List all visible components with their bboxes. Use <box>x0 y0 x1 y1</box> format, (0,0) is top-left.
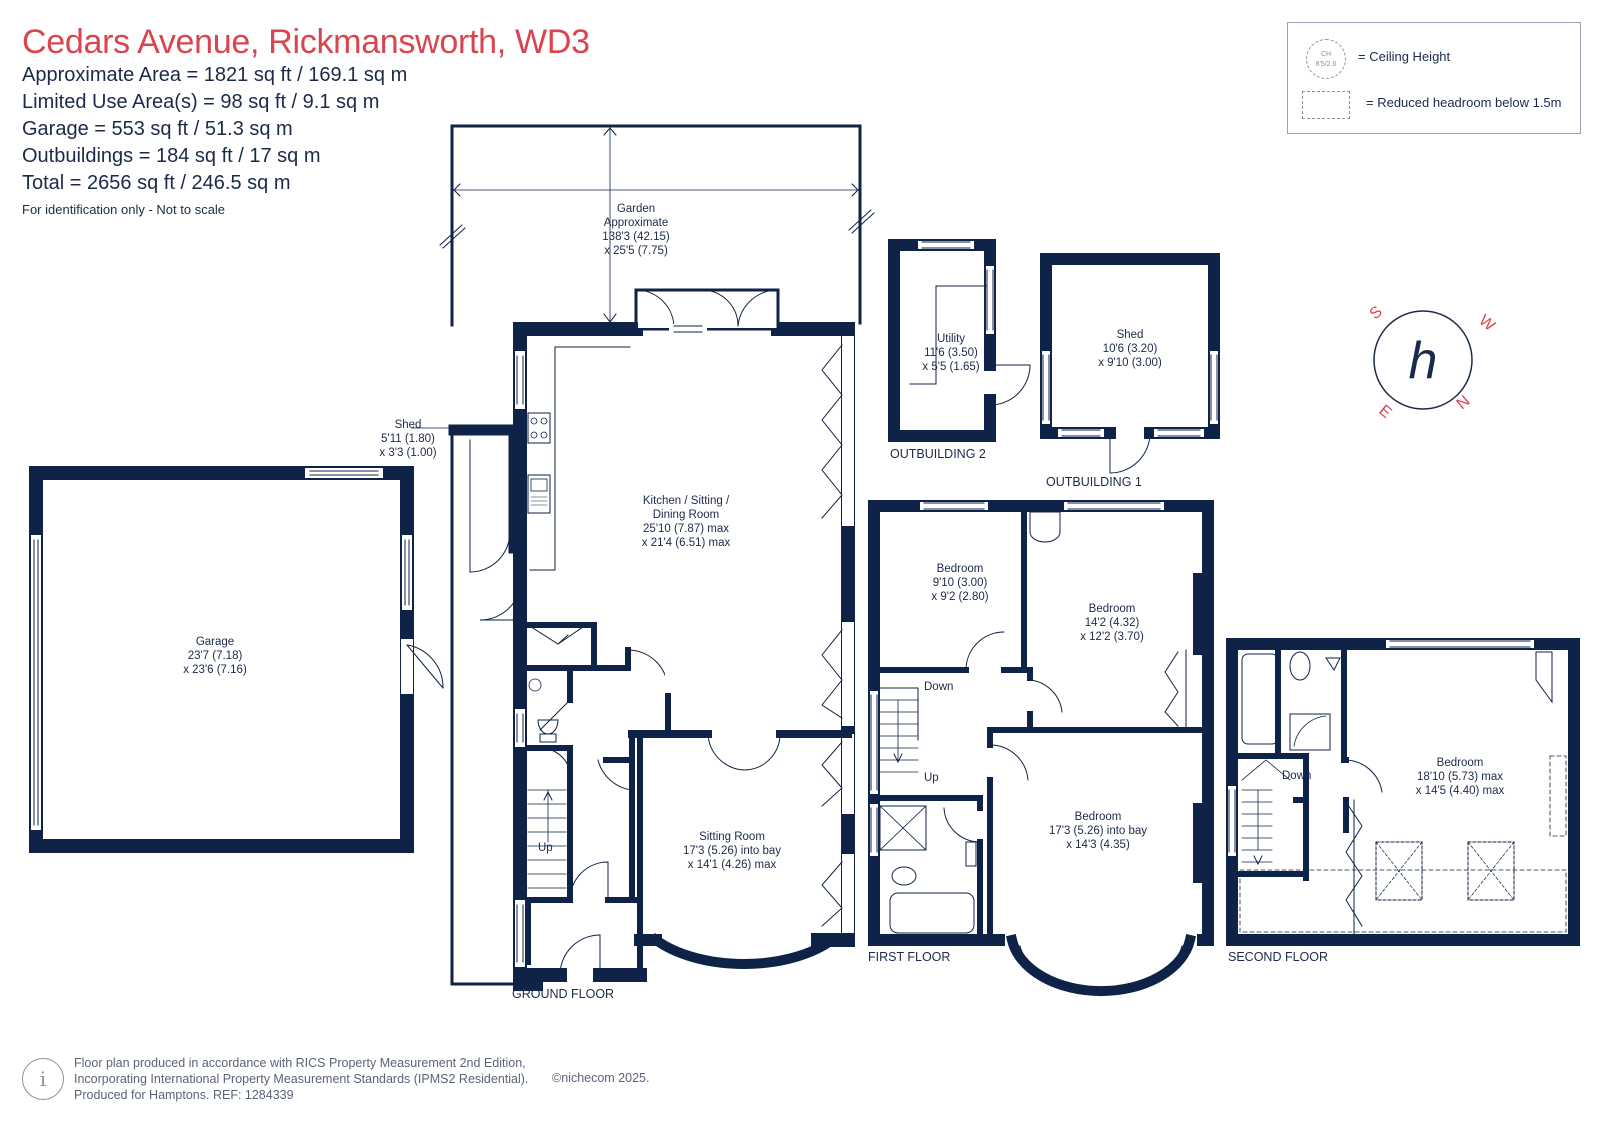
compass-s: S <box>1367 303 1386 323</box>
ceiling-symbol-bottom: 8'5/2.6 <box>1315 61 1337 68</box>
room-label-line: x 9'2 (2.80) <box>931 591 988 603</box>
shed-small-label: Shed 5'11 (1.80) x 3'3 (1.00) <box>379 419 436 459</box>
second-floor-title: SECOND FLOOR <box>1228 950 1328 964</box>
outbuilding2-title: OUTBUILDING 2 <box>890 447 986 461</box>
compass-w: W <box>1475 312 1498 335</box>
limited-use-area: Limited Use Area(s) = 98 sq ft / 9.1 sq … <box>22 91 380 113</box>
garage-walls <box>29 466 444 853</box>
ceiling-symbol-top: CH <box>1320 51 1332 58</box>
outbuilding1-title: OUTBUILDING 1 <box>1046 475 1142 489</box>
stairs-up-ground: Up <box>538 842 553 854</box>
ceiling-height-label: = Ceiling Height <box>1358 49 1451 64</box>
bedroom-3-label: Bedroom 17'3 (5.26) into bay x 14'3 (4.35) <box>1049 811 1147 851</box>
room-label-line: 11'6 (3.50) <box>924 347 978 359</box>
room-label-line: x 14'5 (4.40) max <box>1416 785 1505 797</box>
first-floor-title: FIRST FLOOR <box>868 950 950 964</box>
compass-logo: h W N E S <box>1367 303 1499 422</box>
compass-e: E <box>1375 402 1394 422</box>
ground-floor-title: GROUND FLOOR <box>512 987 614 1001</box>
room-label-line: 18'10 (5.73) max <box>1417 771 1503 783</box>
room-label-line: 23'7 (7.18) <box>188 650 243 662</box>
page-title: Cedars Avenue, Rickmansworth, WD3 <box>22 23 590 61</box>
info-icon: i <box>22 1058 64 1100</box>
garage-label: Garage 23'7 (7.18) x 23'6 (7.16) <box>183 636 247 676</box>
room-label-line: Shed <box>395 419 422 431</box>
total-area: Total = 2656 sq ft / 246.5 sq m <box>22 172 291 194</box>
stairs-down-first: Down <box>924 681 953 693</box>
bedroom-4-label: Bedroom 18'10 (5.73) max x 14'5 (4.40) max <box>1416 757 1505 797</box>
room-label-line: x 5'5 (1.65) <box>922 361 979 373</box>
room-label-line: 5'11 (1.80) <box>381 433 435 445</box>
room-label-line: x 21'4 (6.51) max <box>642 537 731 549</box>
outbuilding2-walls <box>888 239 1031 442</box>
utility-label: Utility 11'6 (3.50) x 5'5 (1.65) <box>922 333 979 373</box>
room-label-line: Shed <box>1117 329 1144 341</box>
room-label-line: x 23'6 (7.16) <box>183 664 247 676</box>
room-label-line: Bedroom <box>1089 603 1136 615</box>
room-label-line: 14'2 (4.32) <box>1085 617 1140 629</box>
ceiling-height-icon: CH 8'5/2.6 <box>1306 39 1346 79</box>
room-label-line: 17'3 (5.26) into bay <box>1049 825 1147 837</box>
header-block: Cedars Avenue, Rickmansworth, WD3 Approx… <box>22 22 590 221</box>
outbuildings-area: Outbuildings = 184 sq ft / 17 sq m <box>22 145 321 167</box>
ground-floor-walls <box>411 288 855 991</box>
garage-area: Garage = 553 sq ft / 51.3 sq m <box>22 118 293 140</box>
room-label-line: Dining Room <box>653 509 719 521</box>
legend-box: CH 8'5/2.6 = Ceiling Height = Reduced he… <box>1287 22 1581 134</box>
outbuilding1-walls <box>1040 253 1220 474</box>
room-label-line: Garden <box>617 203 655 215</box>
room-label-line: Bedroom <box>1075 811 1122 823</box>
room-label-line: x 25'5 (7.75) <box>604 245 668 257</box>
garden-outline <box>439 124 875 986</box>
sitting-room-label: Sitting Room 17'3 (5.26) into bay x 14'1 (… <box>683 831 781 871</box>
room-label-line: Bedroom <box>1437 757 1484 769</box>
room-label-line: 25'10 (7.87) max <box>643 523 729 535</box>
stairs-up-first: Up <box>924 772 939 784</box>
room-label-line: x 14'1 (4.26) max <box>688 859 777 871</box>
room-label-line: Kitchen / Sitting / <box>643 495 730 507</box>
room-label-line: 17'3 (5.26) into bay <box>683 845 781 857</box>
room-label-line: 9'10 (3.00) <box>933 577 988 589</box>
bedroom-2-label: Bedroom 14'2 (4.32) x 12'2 (3.70) <box>1080 603 1144 643</box>
room-label-line: Sitting Room <box>699 831 765 843</box>
room-label-line: x 14'3 (4.35) <box>1066 839 1130 851</box>
room-label-line: x 9'10 (3.00) <box>1098 357 1162 369</box>
scale-note: For identification only - Not to scale <box>22 202 226 217</box>
footer-line-2: Incorporating International Property Mea… <box>74 1072 529 1086</box>
room-label-line: Utility <box>937 333 965 345</box>
reduced-headroom-icon <box>1302 91 1350 119</box>
room-label-line: x 12'2 (3.70) <box>1080 631 1144 643</box>
room-label-line: 10'6 (3.20) <box>1103 343 1158 355</box>
stairs-down-second: Down <box>1282 770 1311 782</box>
compass-logo-letter: h <box>1409 332 1438 390</box>
room-label-line: Bedroom <box>937 563 984 575</box>
approx-area: Approximate Area = 1821 sq ft / 169.1 sq… <box>22 64 408 86</box>
room-label-line: Garage <box>196 636 234 648</box>
bedroom-1-label: Bedroom 9'10 (3.00) x 9'2 (2.80) <box>931 563 988 603</box>
copyright: ©nichecom 2025. <box>552 1071 650 1085</box>
footer-line-1: Floor plan produced in accordance with R… <box>74 1056 526 1070</box>
footer-line-3: Produced for Hamptons. REF: 1284339 <box>74 1088 294 1102</box>
second-floor-walls <box>1226 638 1580 946</box>
shed-outbuilding1-label: Shed 10'6 (3.20) x 9'10 (3.00) <box>1098 329 1162 369</box>
kitchen-label: Kitchen / Sitting / Dining Room 25'10 (7.8… <box>642 495 731 549</box>
first-floor-walls <box>868 500 1214 997</box>
reduced-headroom-label: = Reduced headroom below 1.5m <box>1366 95 1562 110</box>
room-label-line: 138'3 (42.15) <box>602 231 670 243</box>
room-label-line: Approximate <box>604 217 669 229</box>
room-label-line: x 3'3 (1.00) <box>379 447 436 459</box>
